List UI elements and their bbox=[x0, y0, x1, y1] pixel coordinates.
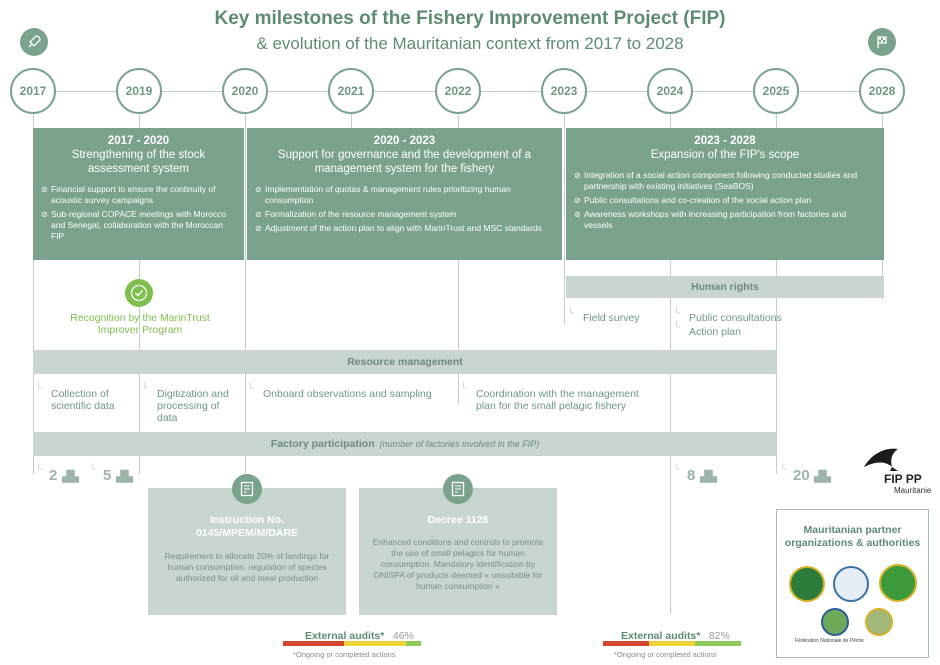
factory-participation-band: Factory participation (number of factori… bbox=[33, 432, 777, 456]
phase-box-2023-2028: 2023 - 2028 Expansion of the FIP's scope… bbox=[566, 128, 884, 260]
factory-icon: ▟▙ bbox=[116, 471, 133, 483]
phase-item: Awareness workshops with increasing part… bbox=[574, 209, 876, 231]
factory-participation-label: Factory participation bbox=[270, 438, 375, 450]
arrow-icon: └ bbox=[567, 308, 575, 319]
year-2020: 2020 bbox=[222, 68, 268, 114]
arrow-icon: └ bbox=[89, 464, 97, 475]
recognition-label: Recognition by the MarinTrust Improver P… bbox=[70, 312, 210, 336]
imrop-logo bbox=[833, 566, 869, 602]
guide-line-2023 bbox=[564, 114, 565, 324]
audit-label: External audits* 82% bbox=[621, 630, 730, 642]
audit-label: External audits* 46% bbox=[305, 630, 414, 642]
year-2021: 2021 bbox=[328, 68, 374, 114]
rm-step-collection: Collection of scientific data bbox=[51, 388, 115, 412]
document-title: Instruction No. 0145/MPEM/M/DARE bbox=[195, 514, 299, 539]
factory-count-2019: 5 bbox=[103, 467, 112, 484]
year-2024: 2024 bbox=[647, 68, 693, 114]
document-title: Decree 1128 bbox=[427, 514, 489, 526]
onispa-logo bbox=[879, 564, 917, 602]
audit-progress-bar bbox=[603, 641, 741, 646]
arrow-icon: └ bbox=[35, 464, 43, 475]
logo-name: FIP PP bbox=[884, 472, 922, 486]
document-text: Enhanced conditions and controls to prom… bbox=[372, 537, 544, 591]
factory-count-2017: 2 bbox=[49, 467, 58, 484]
arrow-icon: └ bbox=[460, 383, 468, 394]
year-2019: 2019 bbox=[116, 68, 162, 114]
document-icon bbox=[232, 474, 262, 504]
year-2017: 2017 bbox=[10, 68, 56, 114]
factory-count-2024: 8 bbox=[687, 467, 696, 484]
document-text: Requirement to allocate 20% of landings … bbox=[164, 551, 330, 583]
phase-title: Expansion of the FIP's scope bbox=[650, 149, 800, 161]
arrow-icon: └ bbox=[247, 383, 255, 394]
partner-seal-logo bbox=[865, 608, 893, 636]
phase-dates: 2023 - 2028 bbox=[694, 135, 756, 147]
partners-title: Mauritanian partner organizations & auth… bbox=[784, 524, 921, 549]
guide-line-2017 bbox=[33, 114, 34, 474]
phase-title: Support for governance and the developme… bbox=[277, 149, 532, 175]
year-2028: 2028 bbox=[859, 68, 905, 114]
rm-step-onboard: Onboard observations and sampling bbox=[263, 388, 432, 400]
human-rights-band: Human rights bbox=[566, 276, 884, 298]
phase-item: Implementation of quotas & management ru… bbox=[255, 184, 554, 206]
year-2022: 2022 bbox=[435, 68, 481, 114]
factory-icon: ▟▙ bbox=[62, 471, 79, 483]
phase-item: Financial support to ensure the continui… bbox=[41, 184, 236, 206]
phase-dates: 2020 - 2023 bbox=[373, 135, 436, 147]
factory-count-2025: 20 bbox=[793, 467, 810, 484]
year-2025: 2025 bbox=[753, 68, 799, 114]
guide-line-2020 bbox=[245, 114, 246, 474]
arrow-icon: └ bbox=[673, 464, 681, 475]
logo-subtitle: Mauritanie bbox=[894, 486, 932, 495]
phase-item: Formalization of the resource management… bbox=[255, 209, 554, 220]
hr-step-action-plan: Action plan bbox=[689, 326, 741, 338]
mauritania-seal-logo bbox=[789, 566, 825, 602]
hr-step-field-survey: Field survey bbox=[583, 312, 640, 324]
audit-note: *Ongoing or completed actions bbox=[614, 650, 717, 659]
fnp-logo bbox=[821, 608, 849, 636]
audit-progress-bar bbox=[283, 641, 421, 646]
check-circle-icon bbox=[125, 279, 153, 307]
finish-flag-icon bbox=[868, 28, 896, 56]
phase-title: Strengthening of the stock assessment sy… bbox=[71, 149, 206, 175]
arrow-icon: └ bbox=[673, 322, 681, 333]
document-instruction: Instruction No. 0145/MPEM/M/DARE Require… bbox=[148, 474, 346, 615]
factory-icon: ▟▙ bbox=[700, 471, 717, 483]
resource-management-band: Resource management bbox=[33, 350, 777, 374]
arrow-icon: └ bbox=[35, 383, 43, 394]
year-2023: 2023 bbox=[541, 68, 587, 114]
arrow-icon: └ bbox=[141, 383, 149, 394]
rocket-icon bbox=[20, 28, 48, 56]
hr-step-public-consultations: Public consultations bbox=[689, 312, 782, 324]
rm-step-coordination: Coordination with the management plan fo… bbox=[476, 388, 639, 412]
arrow-icon: └ bbox=[779, 464, 787, 475]
audit-note: *Ongoing or completed actions bbox=[293, 650, 396, 659]
phase-box-2017-2020: 2017 - 2020 Strengthening of the stock a… bbox=[33, 128, 244, 260]
page-title: Key milestones of the Fishery Improvemen… bbox=[214, 8, 726, 29]
rm-step-digitization: Digitization and processing of data bbox=[157, 388, 229, 424]
phase-item: Sub-regional COPACE meetings with Morocc… bbox=[41, 209, 236, 242]
factory-participation-note: (number of factories involved in the FIP… bbox=[379, 439, 540, 449]
phase-box-2020-2023: 2020 - 2023 Support for governance and t… bbox=[247, 128, 562, 260]
partners-box: Mauritanian partner organizations & auth… bbox=[776, 509, 929, 658]
phase-item: Integration of a social action component… bbox=[574, 170, 876, 192]
phase-item: Adjustment of the action plan to align w… bbox=[255, 223, 554, 234]
phase-item: Public consultations and co-creation of … bbox=[574, 195, 876, 206]
document-icon bbox=[443, 474, 473, 504]
fish-logo-icon bbox=[862, 445, 902, 473]
page-subtitle: & evolution of the Mauritanian context f… bbox=[256, 34, 684, 53]
factory-icon: ▟▙ bbox=[814, 471, 831, 483]
arrow-icon: └ bbox=[673, 308, 681, 319]
phase-dates: 2017 - 2020 bbox=[107, 135, 170, 147]
fnp-logo-text: Fédération Nationale de Pêche bbox=[795, 638, 864, 644]
document-decree: Decree 1128 Enhanced conditions and cont… bbox=[359, 474, 557, 615]
